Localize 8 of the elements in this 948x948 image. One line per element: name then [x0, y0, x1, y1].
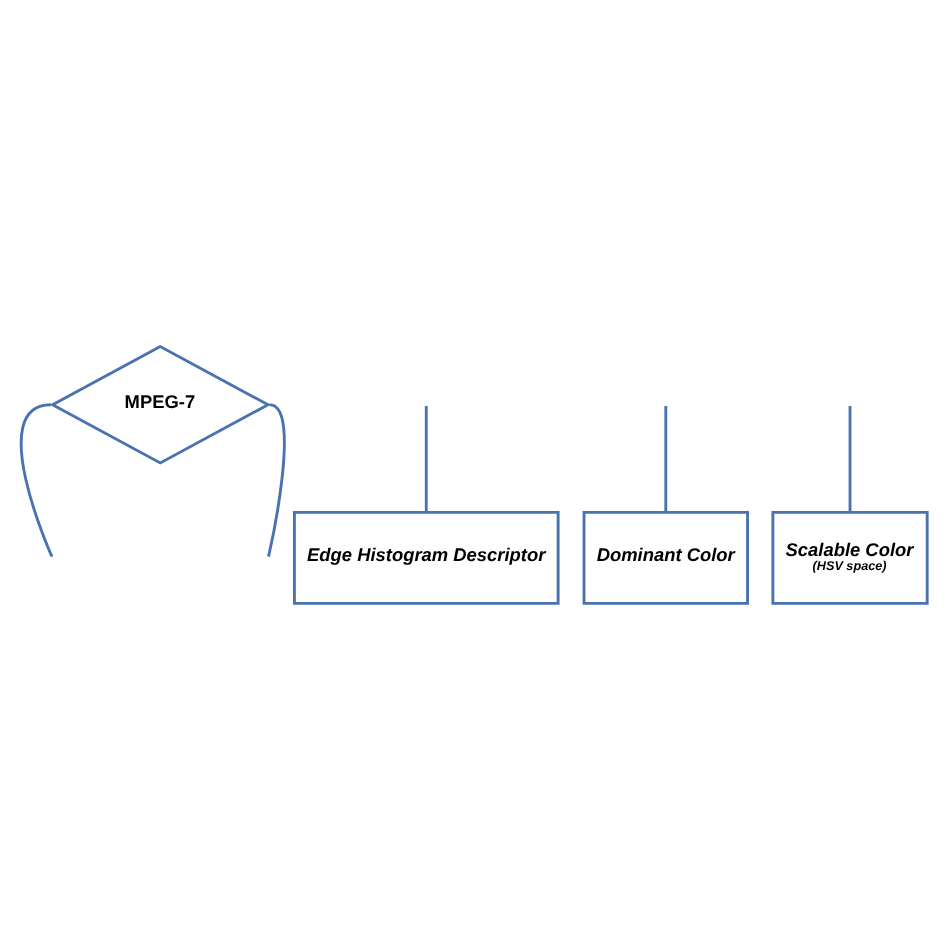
node-box: Dominant Color [582, 510, 749, 604]
connector [424, 405, 428, 512]
connector [664, 405, 668, 512]
connector [267, 402, 286, 556]
connector [848, 405, 852, 512]
node-diamond: MPEG-7 [49, 343, 271, 464]
connector [19, 402, 54, 557]
node-box: Edge Histogram Descriptor [293, 510, 560, 604]
